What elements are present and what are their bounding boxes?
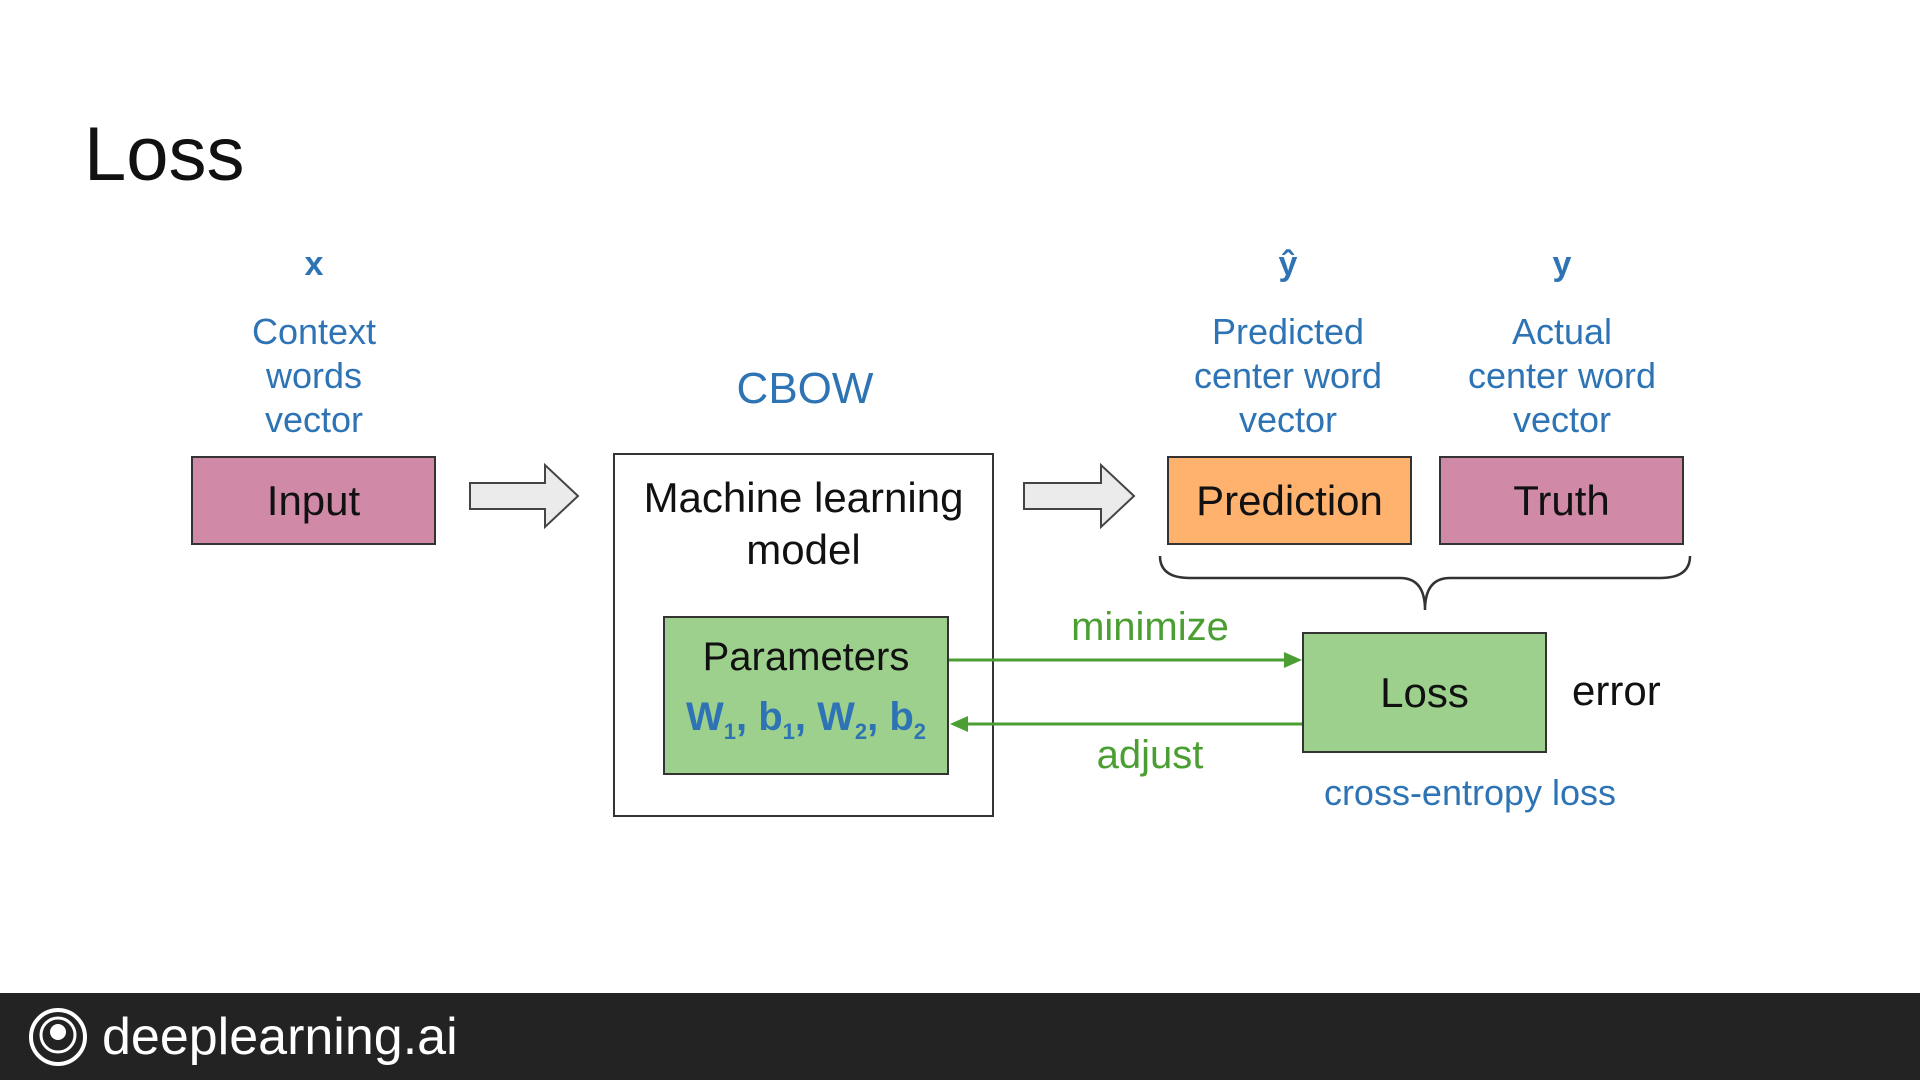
formula-subscript: 2 (854, 719, 868, 744)
loss-caption: cross-entropy loss (1323, 772, 1617, 813)
formula-part: , W (794, 695, 855, 739)
flow-arrow-model-to-prediction (1023, 462, 1136, 530)
parameters-formula: W1, b1, W2, b2 (686, 690, 926, 759)
formula-part: W (685, 695, 724, 739)
input-description-line: Context (251, 311, 377, 352)
adjust-arrowhead (950, 716, 968, 732)
loss-box-label: Loss (1380, 668, 1469, 716)
truth-description-line: Actual (1511, 311, 1613, 352)
footer-bar: deeplearning.ai (0, 993, 1920, 1080)
prediction-box: Prediction (1167, 456, 1412, 545)
prediction-description-line: vector (1238, 399, 1338, 440)
input-description-line: vector (264, 399, 364, 440)
input-box-label: Input (266, 476, 361, 524)
flow-arrow-input-to-model (469, 462, 580, 530)
model-label: Machine learning model (613, 472, 994, 576)
minimize-arrowhead (1284, 652, 1302, 668)
parameters-box: Parameters W1, b1, W2, b2 (663, 616, 949, 775)
prediction-description: Predicted center word vector (1163, 310, 1413, 442)
formula-subscript: 1 (782, 719, 795, 744)
model-label-line: model (746, 526, 861, 573)
loss-box: Loss (1302, 632, 1547, 753)
prediction-description-line: Predicted (1211, 311, 1365, 352)
slide-title: Loss (84, 112, 245, 197)
formula-part: , b (735, 695, 783, 739)
truth-description-line: center word (1467, 355, 1657, 396)
prediction-description-line: center word (1193, 355, 1383, 396)
truth-description: Actual center word vector (1437, 310, 1687, 442)
truth-box: Truth (1439, 456, 1684, 545)
prediction-box-label: Prediction (1196, 476, 1383, 524)
cbow-heading: CBOW (736, 364, 874, 413)
deeplearning-logo-icon (29, 1007, 87, 1066)
input-description-line: words (265, 355, 363, 396)
prediction-symbol: ŷ (1278, 245, 1298, 283)
input-box: Input (191, 456, 436, 545)
adjust-label: adjust (1096, 733, 1204, 777)
truth-box-label: Truth (1513, 476, 1610, 524)
formula-part: , b (867, 695, 914, 739)
formula-subscript: 1 (723, 719, 736, 744)
minimize-label: minimize (1071, 605, 1229, 649)
input-symbol: x (304, 245, 324, 283)
truth-description-line: vector (1512, 399, 1612, 440)
truth-symbol: y (1552, 245, 1572, 283)
error-label: error (1572, 667, 1661, 714)
footer-brand: deeplearning.ai (102, 1007, 458, 1066)
formula-subscript: 2 (913, 719, 927, 744)
parameters-label: Parameters (702, 635, 910, 679)
input-description: Context words vector (194, 310, 434, 442)
model-label-line: Machine learning (643, 474, 964, 521)
brace-prediction-truth (1158, 555, 1692, 611)
